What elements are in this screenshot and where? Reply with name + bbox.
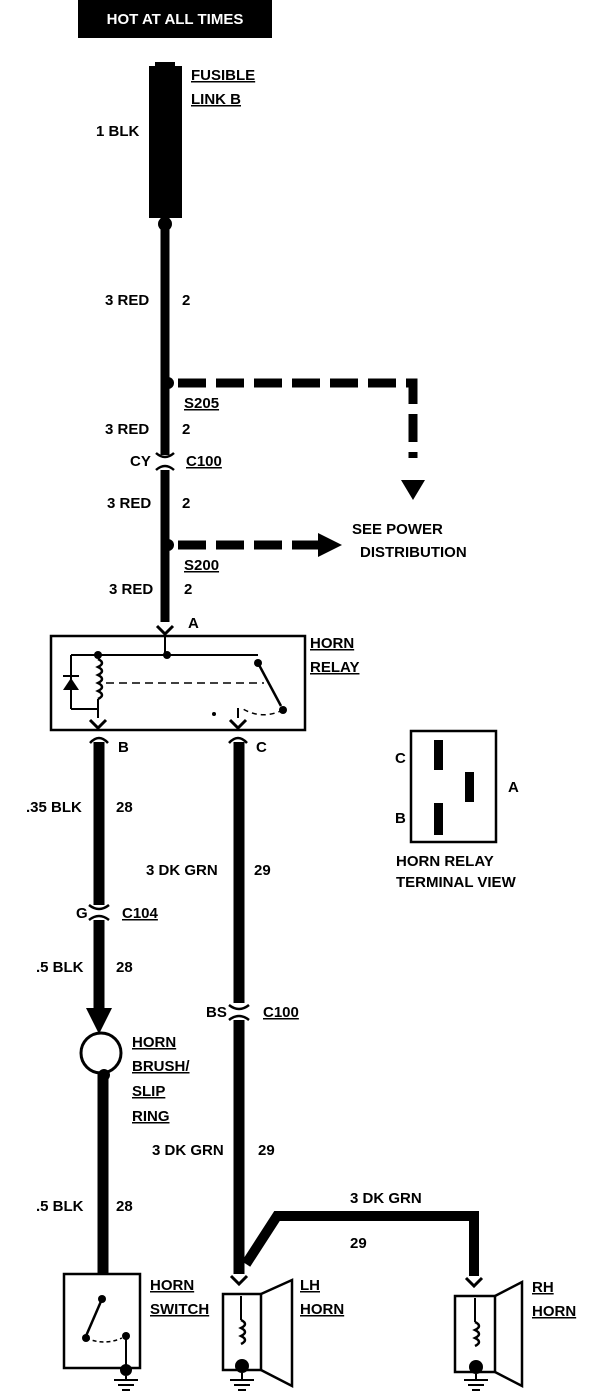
terminal-view-pin-b: B: [395, 810, 406, 827]
fusible-link-label-line1: FUSIBLE: [191, 67, 255, 84]
relay-pin-a: A: [188, 615, 199, 632]
connector-c100-top-name: C100: [186, 453, 222, 470]
wire-label-35blk: .35 BLK: [26, 799, 82, 816]
hot-at-all-times-label: HOT AT ALL TIMES: [107, 11, 244, 28]
wire-circuit-29-1: 29: [254, 862, 271, 879]
slip-ring-label-line2: BRUSH/: [132, 1058, 190, 1075]
terminal-view-pin-c: C: [395, 750, 406, 767]
rh-horn-label-line2: HORN: [532, 1303, 576, 1320]
terminal-view-pin-a: A: [508, 779, 519, 796]
fusible-link-label-line2: LINK B: [191, 91, 241, 108]
fusible-link: [149, 62, 182, 218]
splice-s205: [162, 377, 425, 500]
terminal-view-label-line2: TERMINAL VIEW: [396, 874, 517, 891]
relay-pin-b: B: [118, 739, 129, 756]
horn-relay: [49, 624, 307, 732]
wire-circuit-2-3: 2: [182, 495, 190, 512]
connector-c100-top-pin: CY: [130, 453, 151, 470]
wire-label-3red-2: 3 RED: [105, 421, 149, 438]
hot-at-all-times-banner: HOT AT ALL TIMES: [78, 0, 272, 38]
lh-horn-label-line2: HORN: [300, 1301, 344, 1318]
horn-switch-feed-wire: [86, 742, 112, 1274]
wire-label-3dkgrn-2: 3 DK GRN: [152, 1142, 224, 1159]
connector-c104-pin: G: [76, 905, 88, 922]
terminal-view-label-line1: HORN RELAY: [396, 853, 494, 870]
feed-wire: [158, 217, 172, 622]
wire-circuit-2-1: 2: [182, 292, 190, 309]
wire-label-3dkgrn-1: 3 DK GRN: [146, 862, 218, 879]
rh-horn-icon: [453, 1276, 524, 1391]
see-power-label-line2: DISTRIBUTION: [360, 544, 467, 561]
rh-horn-label-line1: RH: [532, 1279, 554, 1296]
fusible-link-wire-label: 1 BLK: [96, 123, 140, 140]
relay-output-connectors: [89, 736, 248, 744]
wire-label-3dkgrn-3: 3 DK GRN: [350, 1190, 422, 1207]
see-power-label-line1: SEE POWER: [352, 521, 443, 538]
wire-label-5blk-2: .5 BLK: [36, 1198, 84, 1215]
horn-switch-label-line1: HORN: [150, 1277, 194, 1294]
slip-ring-label-line1: HORN: [132, 1034, 176, 1051]
relay-terminal-view: [409, 729, 498, 844]
splice-s205-label: S205: [184, 395, 219, 412]
lh-horn-label-line1: LH: [300, 1277, 320, 1294]
splice-s200: [162, 533, 342, 557]
horn-switch-ground-icon: [114, 1376, 138, 1391]
wire-circuit-28-1: 28: [116, 799, 133, 816]
slip-ring-label-line4: RING: [132, 1108, 170, 1125]
splice-s200-label: S200: [184, 557, 219, 574]
relay-label-line1: HORN: [310, 635, 354, 652]
wire-label-3red-1: 3 RED: [105, 292, 149, 309]
slip-ring-icon: [79, 1031, 123, 1081]
horn-feed-wire: [233, 742, 479, 1276]
connector-c104: [88, 903, 110, 922]
connector-c104-name: C104: [122, 905, 159, 922]
wire-label-3red-3: 3 RED: [107, 495, 151, 512]
wire-label-5blk-1: .5 BLK: [36, 959, 84, 976]
connector-c100-bottom: [228, 1003, 250, 1022]
wire-label-3red-4: 3 RED: [109, 581, 153, 598]
relay-label-line2: RELAY: [310, 659, 359, 676]
wire-circuit-2-2: 2: [182, 421, 190, 438]
horn-switch-label-line2: SWITCH: [150, 1301, 209, 1318]
wire-circuit-29-2: 29: [258, 1142, 275, 1159]
wire-circuit-2-4: 2: [184, 581, 192, 598]
connector-c100-bottom-pin: BS: [206, 1004, 227, 1021]
wire-circuit-29-3: 29: [350, 1235, 367, 1252]
lh-horn-icon: [221, 1274, 294, 1391]
relay-pin-c: C: [256, 739, 267, 756]
slip-ring-label-line3: SLIP: [132, 1083, 165, 1100]
wire-circuit-28-2: 28: [116, 959, 133, 976]
connector-c100-bottom-name: C100: [263, 1004, 299, 1021]
wire-circuit-28-3: 28: [116, 1198, 133, 1215]
connector-c100-top: [155, 452, 175, 471]
horn-switch: [62, 1272, 142, 1376]
